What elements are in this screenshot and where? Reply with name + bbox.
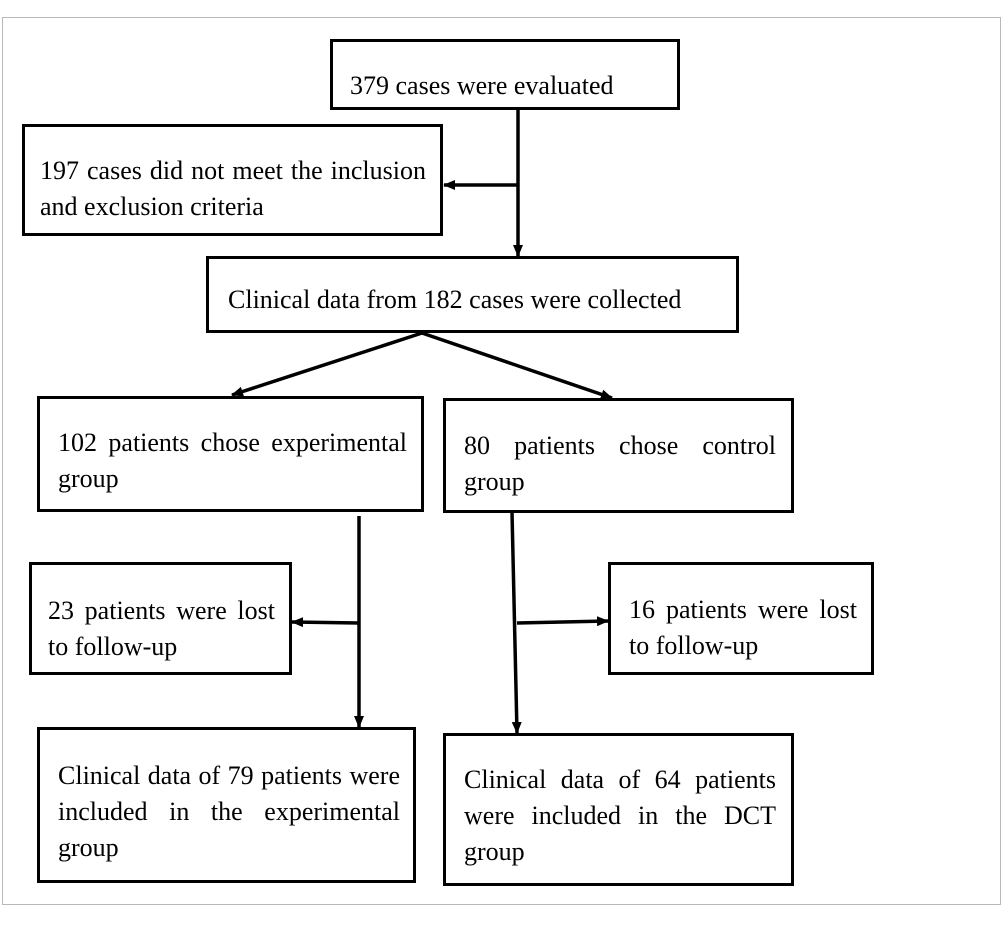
figure-frame: [2, 17, 1001, 905]
excluded-text: 197 cases did not meet the inclusion and…: [40, 156, 426, 221]
control-included-box: Clinical data of 64 patients were includ…: [443, 733, 794, 886]
collected-text: Clinical data from 182 cases were collec…: [228, 285, 682, 314]
experimental-choice-box: 102 patients chose experimental group: [37, 396, 424, 512]
evaluated-box: 379 cases were evaluated: [330, 39, 680, 110]
experimental-choice-text: 102 patients chose experimental group: [58, 428, 407, 493]
experimental-lost-box: 23 patients were lost to follow-up: [29, 562, 292, 675]
experimental-lost-text: 23 patients were lost to follow-up: [48, 596, 275, 661]
experimental-included-text: Clinical data of 79 patients were includ…: [58, 761, 400, 862]
control-included-text: Clinical data of 64 patients were includ…: [464, 765, 776, 866]
evaluated-text: 379 cases were evaluated: [350, 71, 614, 100]
experimental-included-box: Clinical data of 79 patients were includ…: [37, 727, 416, 883]
control-choice-box: 80 patients chose control group: [443, 398, 794, 513]
excluded-box: 197 cases did not meet the inclusion and…: [22, 124, 443, 236]
control-lost-text: 16 patients were lost to follow-up: [629, 595, 857, 660]
control-lost-box: 16 patients were lost to follow-up: [608, 562, 874, 675]
collected-box: Clinical data from 182 cases were collec…: [206, 256, 739, 333]
control-choice-text: 80 patients chose control group: [464, 431, 776, 496]
